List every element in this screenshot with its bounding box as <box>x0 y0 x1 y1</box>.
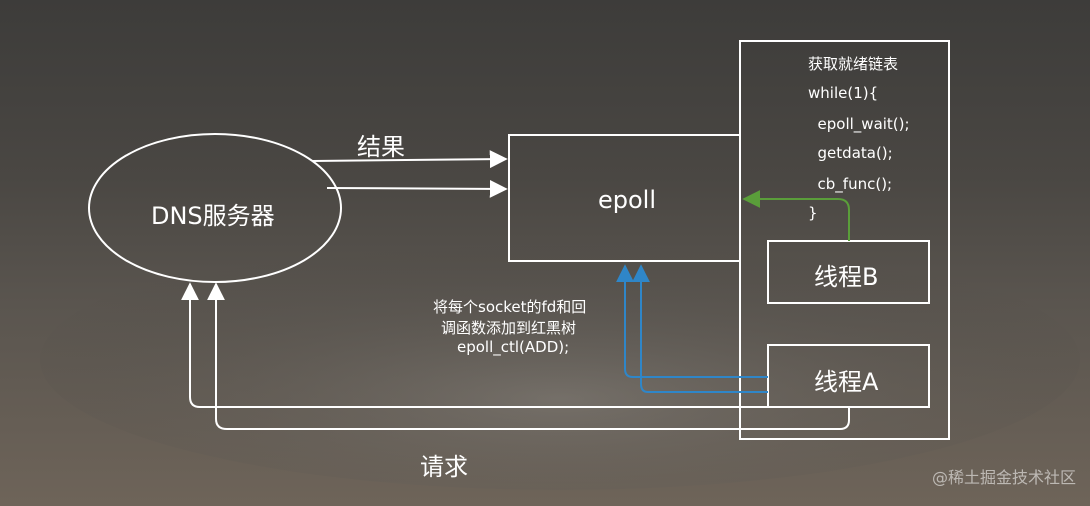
result-arrow-2 <box>326 179 508 198</box>
loop-code-line-5: cb_func(); <box>808 175 893 193</box>
loop-code-line-6: } <box>808 204 818 222</box>
background-wave <box>40 230 1080 490</box>
ctl-add-arrow-1 <box>616 264 768 378</box>
add-note-line-1: 将每个socket的fd和回 <box>433 298 587 316</box>
request-arrow-1 <box>181 282 769 408</box>
epoll-label: epoll <box>598 186 657 214</box>
dns-server-node <box>88 133 342 283</box>
add-note-line-3: epoll_ctl(ADD); <box>457 338 570 356</box>
loop-code-line-3: epoll_wait(); <box>808 115 910 133</box>
request-arrow-2 <box>207 282 850 430</box>
dns-server-label: DNS服务器 <box>151 202 275 230</box>
thread-a-label: 线程A <box>814 368 879 396</box>
loop-code-line-2: while(1){ <box>808 84 879 102</box>
loop-code-line-4: getdata(); <box>808 144 893 162</box>
loop-code-line-1: 获取就绪链表 <box>808 55 899 73</box>
ctl-add-arrow-2 <box>632 264 768 393</box>
add-note-line-2: 调函数添加到红黑树 <box>441 319 577 337</box>
watermark: @稀土掘金技术社区 <box>931 468 1076 487</box>
thread-b-label: 线程B <box>814 263 879 291</box>
wait-arrow <box>742 190 850 241</box>
process-container <box>739 40 950 440</box>
result-arrow-1 <box>311 150 508 169</box>
request-label: 请求 <box>420 453 468 481</box>
result-label: 结果 <box>357 133 405 161</box>
